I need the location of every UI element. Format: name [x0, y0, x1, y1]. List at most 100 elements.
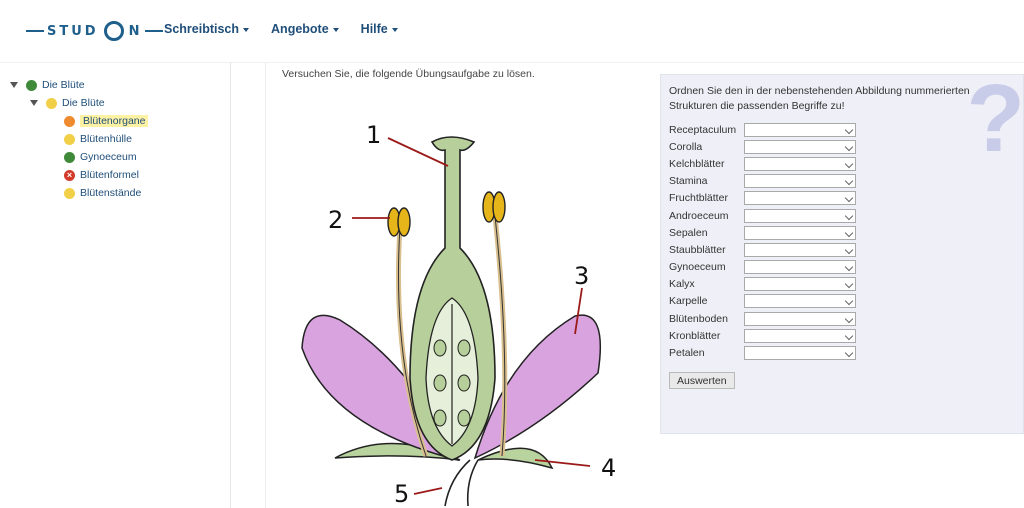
- chevron-down-icon: [332, 27, 339, 32]
- term-label: Kronblätter: [669, 329, 721, 342]
- flower-stem-line: [444, 459, 471, 507]
- chevron-down-icon: [844, 228, 854, 237]
- matching-row: Stamina: [669, 173, 856, 190]
- chevron-down-icon: [391, 27, 398, 32]
- tree-root-label[interactable]: Die Blüte: [42, 79, 85, 91]
- tree-item-label[interactable]: Gynoeceum: [80, 151, 137, 163]
- term-label: Kelchblätter: [669, 157, 725, 170]
- status-green-icon: [26, 79, 37, 91]
- matching-row: Sepalen: [669, 224, 856, 241]
- nav-schreibtisch[interactable]: Schreibtisch: [164, 22, 250, 36]
- answer-select[interactable]: [744, 225, 856, 240]
- x-circle-icon: ×: [64, 169, 75, 181]
- answer-select[interactable]: [744, 122, 856, 137]
- chevron-down-icon: [844, 262, 854, 272]
- answer-select[interactable]: [744, 242, 856, 257]
- question-mark-icon: ?: [966, 65, 1024, 172]
- navigation-tree: Die Blüte Die Blüte Blütenorgane Blütenh…: [10, 76, 230, 202]
- leader-line-3: [574, 287, 583, 335]
- chevron-down-icon: [844, 211, 854, 220]
- nav-angebote-label: Angebote: [271, 22, 329, 36]
- chevron-down-icon: [844, 280, 854, 289]
- tree-item-bluetenhuelle[interactable]: Blütenhülle: [10, 130, 230, 148]
- tree-root[interactable]: Die Blüte: [10, 76, 230, 94]
- term-label: Petalen: [669, 347, 705, 360]
- matching-row: Gynoeceum: [669, 259, 856, 276]
- chevron-down-icon: [844, 314, 854, 323]
- logo-text-right: N: [128, 23, 143, 39]
- tree-item-bluetenorgane[interactable]: Blütenorgane: [10, 112, 230, 130]
- nav-schreibtisch-label: Schreibtisch: [164, 22, 240, 36]
- answer-select[interactable]: [744, 260, 856, 275]
- tree-child[interactable]: Die Blüte: [10, 94, 230, 112]
- top-navigation-bar: STUD N Schreibtisch Angebote Hilfe: [0, 0, 1024, 63]
- chevron-down-icon: [844, 245, 854, 255]
- answer-select[interactable]: [744, 311, 856, 326]
- term-label: Fruchtblätter: [669, 192, 728, 205]
- tree-item-label[interactable]: Blütenstände: [80, 187, 142, 199]
- tree-item-label[interactable]: Blütenhülle: [80, 133, 132, 145]
- tree-toggle-icon[interactable]: [10, 82, 18, 88]
- chevron-down-icon: [844, 176, 854, 186]
- chevron-down-icon: [844, 297, 854, 306]
- term-label: Sepalen: [669, 226, 708, 239]
- leader-line-1: [387, 137, 449, 167]
- tree-child-label[interactable]: Die Blüte: [62, 97, 105, 109]
- tree-item-label[interactable]: Blütenformel: [80, 169, 139, 181]
- nav-hilfe[interactable]: Hilfe: [361, 22, 398, 36]
- chevron-down-icon: [844, 331, 854, 341]
- chevron-down-icon: [844, 159, 854, 169]
- content-divider: [265, 62, 266, 508]
- answer-select[interactable]: [744, 174, 856, 189]
- matching-row: Corolla: [669, 138, 856, 155]
- flower-stem-line: [466, 459, 479, 507]
- tree-item-bluetenstaende[interactable]: Blütenstände: [10, 184, 230, 202]
- nav-hilfe-label: Hilfe: [360, 22, 388, 36]
- filament-left-outline: [397, 225, 427, 457]
- tree-toggle-icon[interactable]: [30, 100, 38, 106]
- status-yellow-icon: [64, 133, 75, 145]
- tree-item-label[interactable]: Blütenorgane: [80, 115, 149, 127]
- nav-angebote[interactable]: Angebote: [271, 22, 339, 36]
- answer-select[interactable]: [744, 139, 856, 154]
- term-label: Receptaculum: [669, 123, 737, 136]
- matching-row: Petalen: [669, 344, 856, 361]
- main-nav: Schreibtisch Angebote Hilfe: [164, 22, 398, 36]
- tree-item-bluetenformel[interactable]: × Blütenformel: [10, 166, 230, 184]
- matching-row: Karpelle: [669, 293, 856, 310]
- matching-row: Blütenboden: [669, 310, 856, 327]
- filament-right-outline: [494, 215, 506, 457]
- tree-item-gynoeceum[interactable]: Gynoeceum: [10, 148, 230, 166]
- term-label: Kalyx: [669, 278, 695, 291]
- answer-select[interactable]: [744, 328, 856, 343]
- flower-diagram: 1 2 3 4 5: [301, 121, 616, 508]
- answer-select[interactable]: [744, 277, 856, 292]
- answer-select[interactable]: [744, 156, 856, 171]
- answer-select[interactable]: [744, 191, 856, 206]
- answer-select[interactable]: [744, 346, 856, 361]
- matching-row: Androeceum: [669, 207, 856, 224]
- sepal-right: [477, 447, 554, 470]
- matching-row: Kelchblätter: [669, 155, 856, 172]
- chevron-down-icon: [844, 348, 854, 358]
- status-green-icon: [64, 151, 75, 163]
- figure-label-1: 1: [366, 121, 381, 149]
- term-label: Androeceum: [669, 209, 729, 222]
- figure-label-2: 2: [328, 206, 343, 234]
- logo-ring: [103, 21, 124, 41]
- evaluate-button[interactable]: Auswerten: [669, 372, 735, 389]
- term-label: Stamina: [669, 175, 708, 188]
- chevron-down-icon: [844, 194, 854, 203]
- matching-row: Staubblätter: [669, 241, 856, 258]
- logo-text-left: STUD: [47, 23, 99, 39]
- exercise-intro: Versuchen Sie, die folgende Übungsaufgab…: [282, 68, 535, 80]
- studon-logo[interactable]: STUD N: [26, 17, 164, 45]
- anther-left-b: [397, 207, 411, 237]
- status-yellow-icon: [64, 187, 75, 199]
- sepal-left: [334, 442, 461, 461]
- leader-line-4: [534, 459, 591, 467]
- term-label: Gynoeceum: [669, 261, 726, 274]
- answer-select[interactable]: [744, 294, 856, 309]
- answer-select[interactable]: [744, 208, 856, 223]
